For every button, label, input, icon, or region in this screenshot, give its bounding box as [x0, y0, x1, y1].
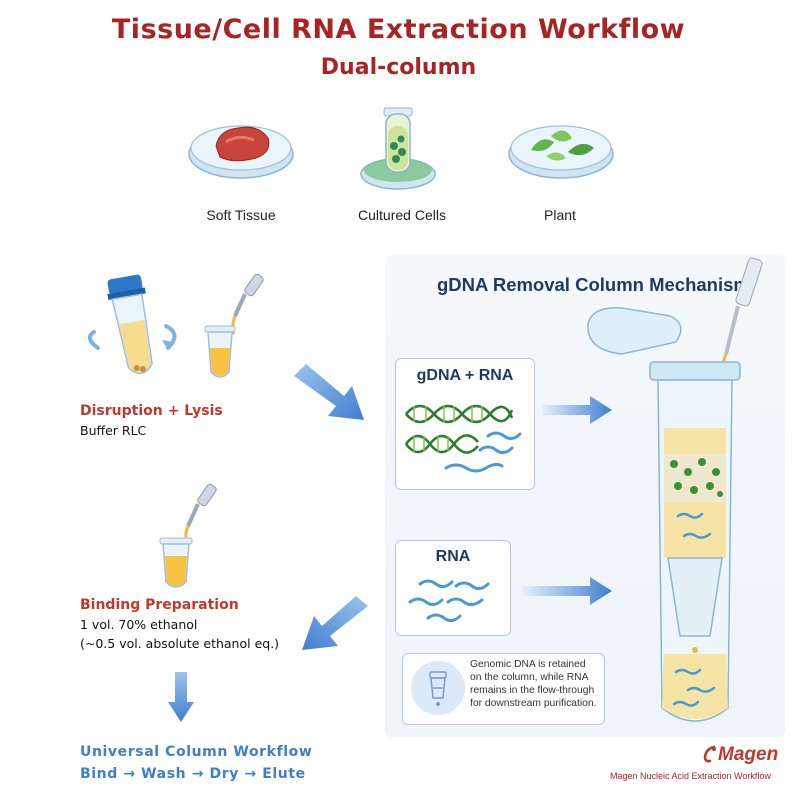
dna-helix-icon: [400, 392, 532, 482]
note-line-4: for downstream purification.: [470, 698, 596, 711]
binding-tube-icon: [148, 482, 228, 592]
gdna-rna-box-title: gDNA + RNA: [395, 367, 535, 385]
sample-label-soft-tissue: Soft Tissue: [171, 207, 311, 223]
note-line-2: on the column, while RNA: [470, 672, 588, 685]
footer-text: Magen Nucleic Acid Extraction Workflow: [610, 771, 771, 781]
page-subtitle: Dual-column: [0, 55, 797, 80]
soft-tissue-dish-icon: [186, 112, 296, 182]
step-lysis-title: Disruption + Lysis: [80, 403, 223, 419]
step-lysis-text: Buffer RLC: [80, 421, 146, 440]
arrow-down-icon: [168, 672, 194, 724]
pipette-tube-icon: [195, 272, 275, 382]
filter-column-icon: [410, 660, 466, 716]
magen-logo-icon: [702, 745, 718, 763]
step-binding-line-2: (~0.5 vol. absolute ethanol eq.): [80, 634, 279, 653]
lysis-tube-icon: [84, 270, 184, 388]
step-binding-line-1: 1 vol. 70% ethanol: [80, 615, 197, 634]
workflow-steps: Bind → Wash → Dry → Elute: [80, 763, 306, 785]
brand-logo-text: Magen: [718, 744, 778, 766]
plant-dish-icon: [506, 112, 616, 182]
page-title: Tissue/Cell RNA Extraction Workflow: [0, 14, 797, 45]
note-line-1: Genomic DNA is retained: [470, 659, 586, 672]
step-binding-title: Binding Preparation: [80, 597, 239, 613]
note-line-3: remains in the flow-through: [470, 685, 594, 698]
workflow-title: Universal Column Workflow: [80, 741, 312, 763]
arrow-mechanism-to-binding-icon: [300, 594, 370, 654]
rna-box-title: RNA: [395, 548, 511, 566]
sample-label-cultured-cells: Cultured Cells: [332, 207, 472, 223]
sample-label-plant: Plant: [490, 207, 630, 223]
cultured-cells-dish-icon: [358, 104, 438, 192]
gdna-removal-column-icon: [578, 258, 778, 734]
rna-strands-icon: [402, 572, 502, 628]
arrow-lysis-to-mechanism-icon: [292, 362, 368, 424]
